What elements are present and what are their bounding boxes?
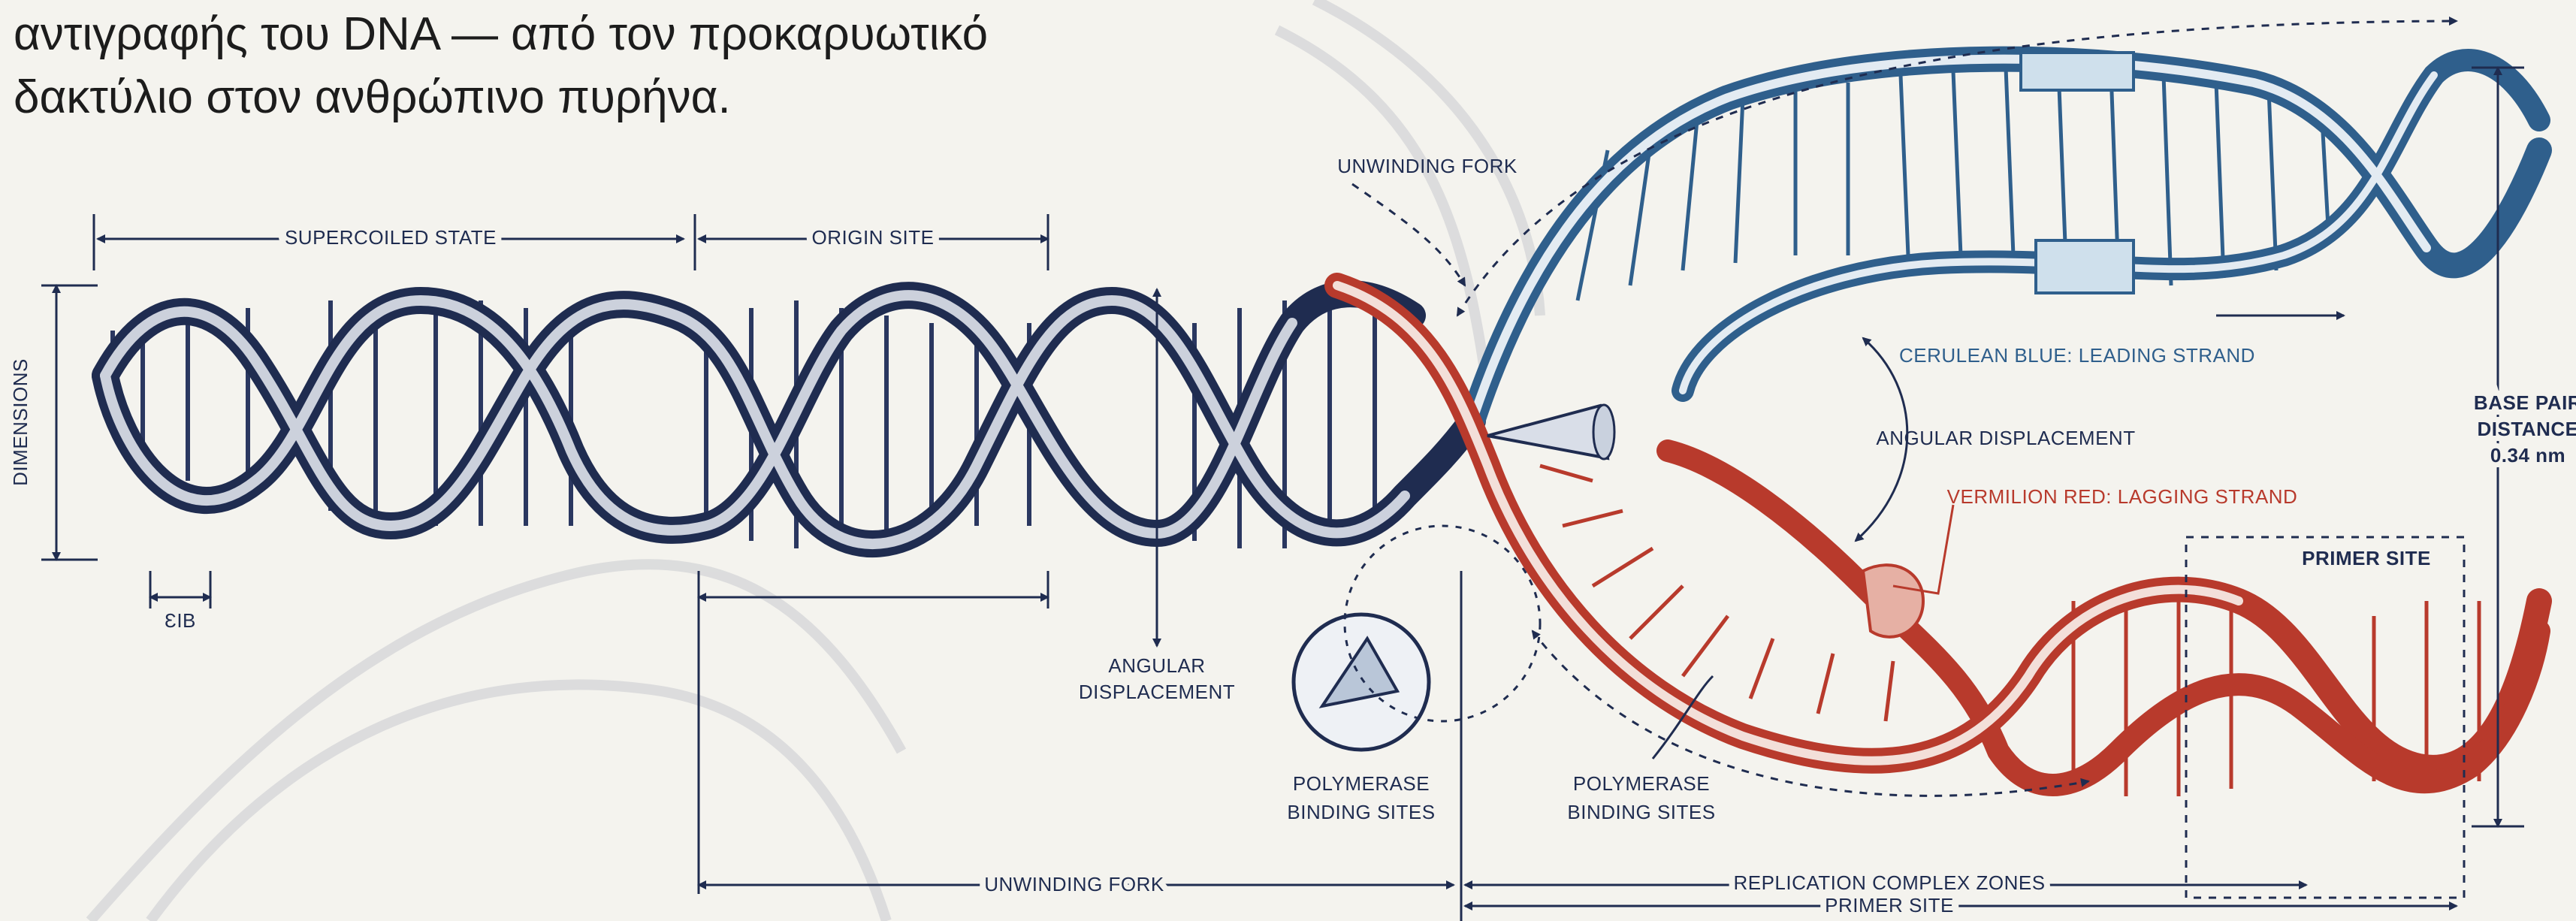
label-polymerase-mid-1: POLYMERASE bbox=[1573, 772, 1710, 795]
label-origin-site: ORIGIN SITE bbox=[812, 226, 935, 249]
label-angular-right: ANGULAR DISPLACEMENT bbox=[1876, 427, 2135, 449]
label-supercoiled-state: SUPERCOILED STATE bbox=[285, 226, 497, 249]
label-unwinding-fork-top: UNWINDING FORK bbox=[1337, 155, 1518, 177]
label-base-pair-1: BASE PAIR bbox=[2474, 391, 2576, 414]
label-base-pair-2: DISTANCE bbox=[2478, 418, 2576, 440]
label-angular-left-1: ANGULAR bbox=[1108, 654, 1205, 677]
label-unwinding-fork-bottom: UNWINDING FORK bbox=[984, 873, 1164, 895]
label-polymerase-mid-2: BINDING SITES bbox=[1567, 801, 1715, 823]
label-cerulean: CERULEAN BLUE: LEADING STRAND bbox=[1899, 344, 2255, 367]
label-angular-left-2: DISPLACEMENT bbox=[1079, 681, 1235, 703]
label-replication-zones: REPLICATION COMPLEX ZONES bbox=[1733, 871, 2045, 894]
label-small-mark: ƐIB bbox=[165, 609, 196, 632]
label-base-pair-3: 0.34 nm bbox=[2490, 444, 2565, 467]
label-polymerase-left-2: BINDING SITES bbox=[1287, 801, 1435, 823]
label-polymerase-left-1: POLYMERASE bbox=[1293, 772, 1430, 795]
helix-navy bbox=[105, 294, 1472, 548]
unwinding-cone bbox=[1487, 405, 1614, 459]
label-primer-site-box: PRIMER SITE bbox=[2302, 547, 2431, 569]
label-primer-site-bottom: PRIMER SITE bbox=[1825, 894, 1954, 916]
polymerase-lens bbox=[1294, 526, 1540, 750]
label-vermilion: VERMILION RED: LAGGING STRAND bbox=[1947, 485, 2298, 508]
label-dimensions: DIMENSIONS bbox=[9, 358, 32, 486]
